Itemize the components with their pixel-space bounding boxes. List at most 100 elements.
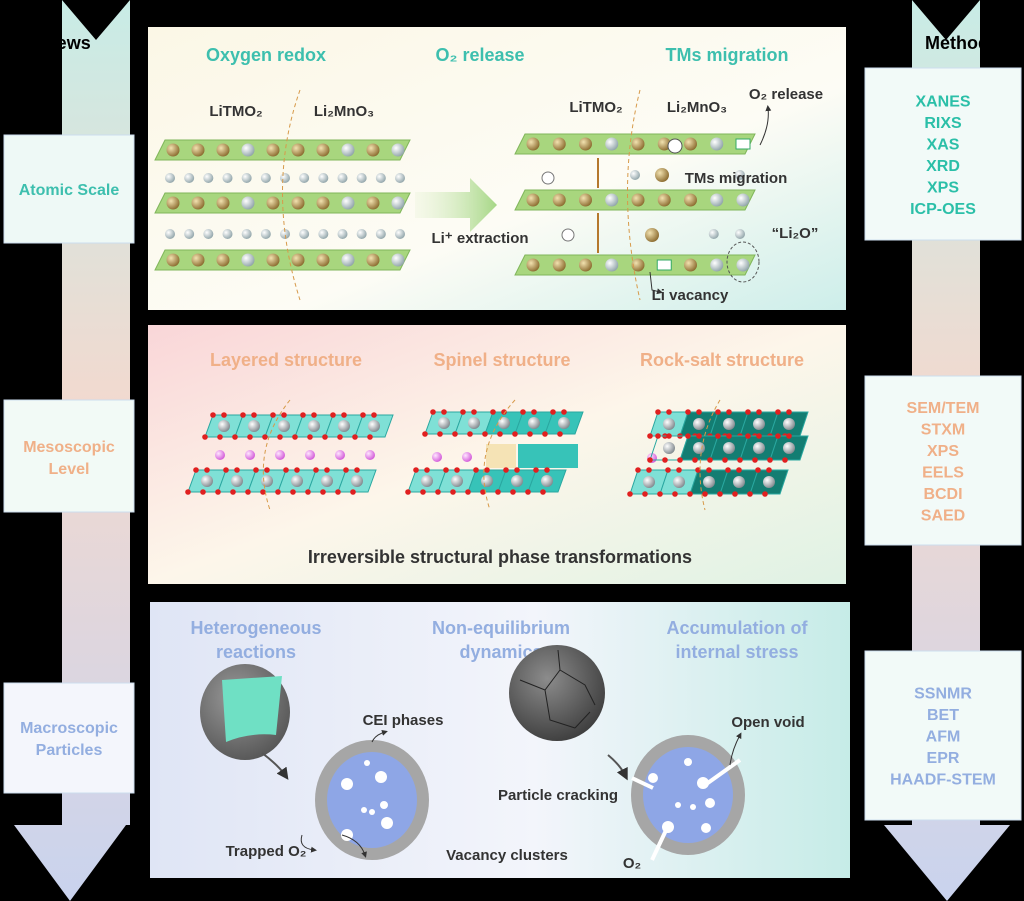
annotation-o2-release: O₂ release [749, 86, 823, 103]
oxygen-atom [441, 409, 447, 415]
oxygen-atom [495, 489, 501, 495]
atom [657, 137, 671, 151]
view-level-label: Level [49, 461, 90, 478]
atom [166, 253, 180, 267]
oxygen-atom [251, 412, 257, 418]
oxygen-atom [736, 467, 742, 473]
oxygen-atom [253, 467, 259, 473]
li-atom [245, 450, 255, 460]
oxygen-atom [215, 489, 221, 495]
oxygen-atom [767, 457, 773, 463]
atom [266, 253, 280, 267]
atom [605, 137, 619, 151]
tm-atom [528, 417, 540, 429]
panel-title: internal stress [675, 642, 798, 662]
tm-atom [763, 476, 775, 488]
oxygen-atom [247, 434, 253, 440]
spinel-site [486, 444, 516, 468]
oxygen-atom [676, 467, 682, 473]
li-atom [222, 173, 233, 183]
oxygen-atom [405, 489, 411, 495]
oxygen-atom [782, 457, 788, 463]
void [697, 777, 709, 789]
particle-core [643, 747, 733, 843]
atomic-scale-panel: Oxygen redox O₂ release TMs migration Li… [148, 27, 846, 310]
oxygen-atom [230, 489, 236, 495]
li-atom [735, 229, 745, 239]
oxygen-atom [786, 433, 792, 439]
li-atom [708, 229, 719, 239]
tm-atom [693, 442, 705, 454]
li-atom [184, 229, 195, 239]
oxygen-atom [281, 412, 287, 418]
atom [526, 137, 540, 151]
oxygen-atom [467, 431, 473, 437]
migrated-tm [655, 168, 669, 182]
li-atom [165, 173, 175, 183]
void [675, 802, 681, 808]
view-level-label: Particles [36, 742, 103, 759]
oxygen-atom [422, 431, 428, 437]
li-atom [203, 173, 214, 183]
phase-boundary [627, 89, 641, 301]
phase-boundary [262, 399, 291, 511]
oxygen-atom [627, 491, 633, 497]
annotation-cei-phases: CEI phases [363, 712, 444, 729]
tm-atom [558, 417, 570, 429]
oxygen-atom [695, 467, 701, 473]
oxygen-atom [503, 467, 509, 473]
li-atom [375, 229, 386, 239]
method-label: SEM/TEM [907, 400, 980, 417]
method-label: SSNMR [914, 686, 972, 703]
oxygen-atom [330, 412, 336, 418]
atom [710, 193, 724, 207]
oxygen-atom [666, 409, 672, 415]
li-atom [335, 450, 345, 460]
oxygen-atom [311, 412, 317, 418]
o-vacancy [667, 138, 683, 154]
oxygen-atom [484, 467, 490, 473]
cutaway-particle [200, 664, 290, 760]
li-atom [241, 173, 252, 183]
oxygen-atom [514, 467, 520, 473]
oxygen-atom [692, 457, 698, 463]
oxygen-atom [762, 491, 768, 497]
crack [631, 776, 654, 790]
atom [684, 137, 697, 151]
oxygen-atom [210, 412, 216, 418]
li-atom [165, 229, 175, 239]
oxygen-atom [420, 489, 426, 495]
atom [552, 193, 566, 207]
li-atom [280, 173, 290, 183]
atom [736, 193, 750, 207]
method-label: RIXS [924, 115, 962, 132]
oxygen-atom [260, 489, 266, 495]
tm-atom [511, 475, 523, 487]
li-atom [203, 229, 214, 239]
oxygen-atom [232, 434, 238, 440]
li-atom [305, 450, 315, 460]
method-label: XPS [927, 443, 959, 460]
atom [216, 143, 230, 157]
view-level-label: Atomic Scale [19, 182, 120, 199]
oxygen-atom [264, 467, 270, 473]
oxygen-atom [647, 457, 653, 463]
void [684, 758, 692, 766]
oxygen-atom [775, 409, 781, 415]
oxygen-atom [290, 489, 296, 495]
atom [316, 253, 330, 267]
oxygen-atom [221, 412, 227, 418]
methods-box [864, 650, 1022, 821]
void [381, 817, 393, 829]
oxygen-atom [685, 433, 691, 439]
panel-title: Oxygen redox [206, 45, 326, 65]
oxygen-atom [732, 491, 738, 497]
atom [341, 196, 355, 210]
void [375, 771, 387, 783]
oxygen-atom [482, 431, 488, 437]
oxygen-atom [696, 433, 702, 439]
oxygen-atom [550, 409, 556, 415]
atom [366, 143, 380, 157]
